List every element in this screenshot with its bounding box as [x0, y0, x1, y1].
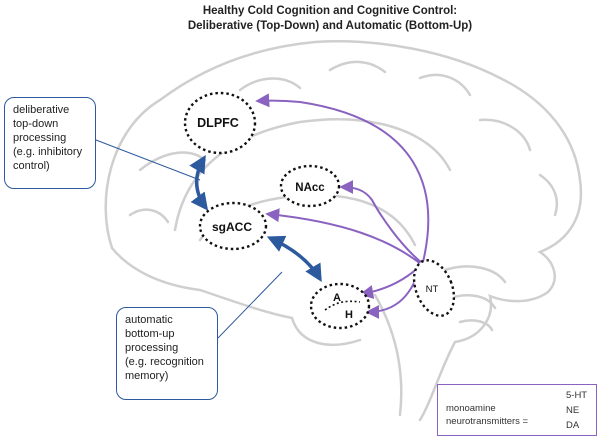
sgacc-region [198, 201, 268, 251]
nt-label: NT [426, 284, 439, 295]
neurotransmitter-legend: monoamine neurotransmitters = 5-HT NE DA [437, 384, 597, 436]
deliberative-line-4: (e.g. inhibitory [13, 146, 83, 158]
automatic-line-2: bottom-up [125, 328, 175, 340]
diagram-title: Healthy Cold Cognition and Cognitive Con… [150, 4, 510, 34]
nt-projections [255, 93, 430, 319]
legend-item-5ht: 5-HT [566, 390, 588, 401]
automatic-line-4: (e.g. recognition [125, 356, 204, 368]
deliberative-callout: deliberative top-down processing (e.g. i… [4, 97, 96, 189]
automatic-line-3: processing [125, 342, 179, 354]
title-line-1: Healthy Cold Cognition and Cognitive Con… [202, 5, 458, 17]
legend-line-1: monoamine [446, 403, 496, 414]
nt-to-sgacc-arrow [265, 208, 422, 265]
sgacc-amygdala-arrow [266, 235, 322, 283]
hippocampus-label: H [345, 309, 353, 321]
dlpfc-label: DLPFC [197, 116, 239, 130]
dlpfc-region [183, 91, 257, 155]
nt-region [412, 259, 456, 317]
deliberative-connector [95, 139, 201, 181]
title-line-2: Deliberative (Top-Down) and Automatic (B… [187, 20, 473, 32]
nt-to-nacc-arrow [339, 180, 423, 264]
nacc-region [279, 164, 341, 208]
legend-items: 5-HT NE DA [566, 388, 592, 433]
amygdala-label: A [333, 292, 341, 304]
deliberative-line-3: processing [13, 132, 67, 144]
nt-to-amygdala-arrow [359, 265, 421, 299]
deliberative-line-2: top-down [13, 118, 59, 130]
amygdala-hippocampus-divider [324, 300, 361, 311]
automatic-connector [217, 271, 283, 339]
nt-to-dlpfc-arrow [255, 93, 430, 263]
automatic-line-5: memory) [125, 370, 169, 382]
sgacc-label: sgACC [212, 220, 252, 234]
legend-label: monoamine neurotransmitters = [446, 402, 528, 428]
legend-item-ne: NE [566, 405, 580, 416]
legend-line-2: neurotransmitters = [446, 416, 529, 427]
automatic-callout: automatic bottom-up processing (e.g. rec… [116, 307, 218, 400]
nacc-label: NAcc [295, 182, 325, 194]
legend-item-da: DA [566, 420, 580, 431]
deliberative-line-1: deliberative [13, 104, 70, 116]
amygdala-hippocampus-region [309, 282, 371, 330]
dlpfc-sgacc-arrow [189, 154, 209, 211]
automatic-line-1: automatic [125, 314, 173, 326]
deliberative-line-5: control) [13, 160, 50, 172]
